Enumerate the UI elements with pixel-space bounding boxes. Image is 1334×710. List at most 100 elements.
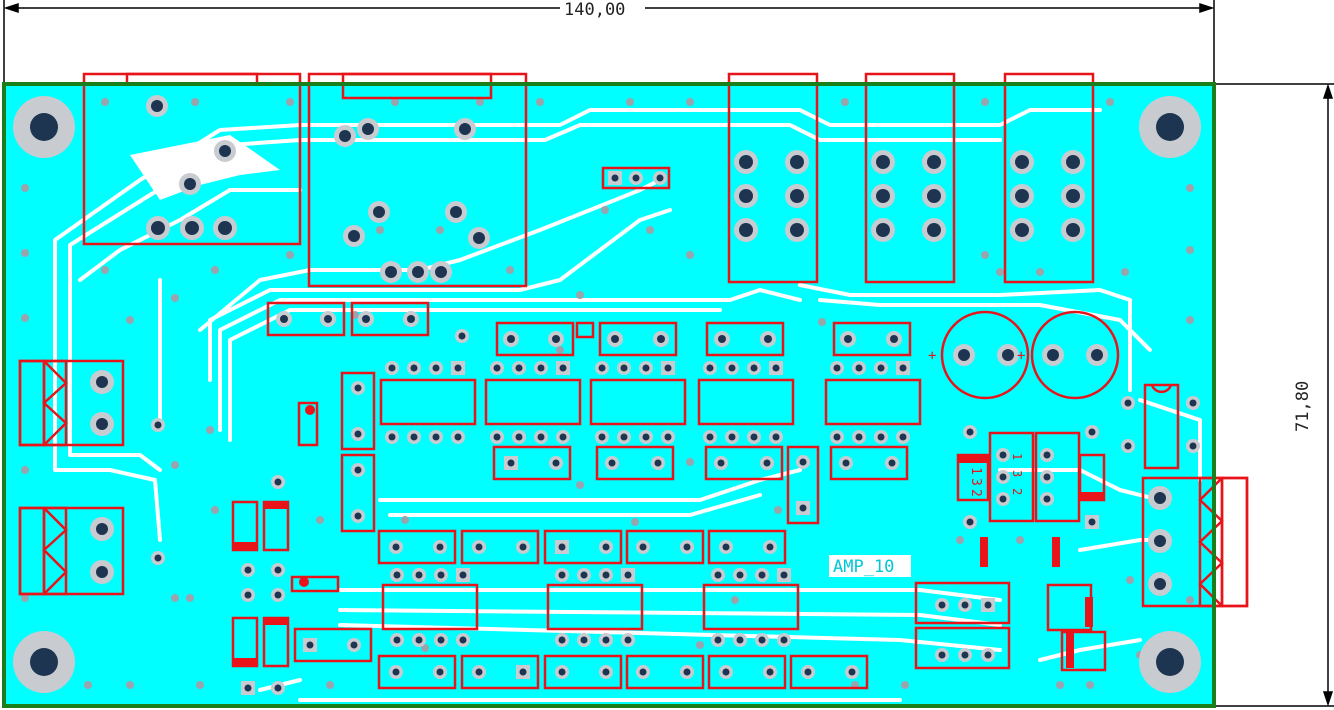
via [391, 98, 399, 106]
drill-hole [393, 636, 401, 644]
ic-dip8-outline [381, 583, 479, 631]
drill-hole [624, 571, 632, 579]
drill-hole [842, 459, 850, 467]
drill-hole [899, 433, 907, 441]
connector-outline [864, 72, 956, 284]
drill-hole [244, 684, 252, 692]
drill-hole [984, 601, 992, 609]
mounting-hole-icon [13, 96, 75, 158]
via [1126, 576, 1134, 584]
drill-hole [454, 364, 462, 372]
via [774, 506, 782, 514]
drill-hole [437, 571, 445, 579]
regulator-pin-label: 1 [1010, 453, 1024, 460]
drill-hole [1088, 518, 1096, 526]
drill-hole [999, 473, 1007, 481]
via [286, 251, 294, 259]
via [631, 518, 639, 526]
via [21, 314, 29, 322]
drill-hole [537, 364, 545, 372]
capacitor-outline [940, 310, 1030, 400]
via [376, 226, 384, 234]
drill-hole [602, 543, 610, 551]
via [506, 266, 514, 274]
drill-hole [493, 364, 501, 372]
drill-hole [938, 651, 946, 659]
via [841, 98, 849, 106]
via [556, 346, 564, 354]
via [956, 536, 964, 544]
drill-hole [392, 668, 400, 676]
drill-hole [354, 430, 362, 438]
via [626, 98, 634, 106]
drill-hole [154, 554, 162, 562]
drill-hole [833, 364, 841, 372]
drill-hole [515, 364, 523, 372]
width-dimension-label: 140,00 [564, 0, 625, 20]
drill-hole [354, 384, 362, 392]
drill-hole [415, 571, 423, 579]
vias [21, 98, 1194, 689]
via [576, 291, 584, 299]
via [421, 644, 429, 652]
via [1106, 98, 1114, 106]
drill-hole [454, 433, 462, 441]
drill-hole [598, 364, 606, 372]
drill-hole [537, 433, 545, 441]
drill-hole [714, 636, 722, 644]
drill-hole [274, 684, 282, 692]
via [686, 458, 694, 466]
drill-hole [507, 459, 515, 467]
drill-hole [664, 433, 672, 441]
drill-hole [780, 571, 788, 579]
drill-hole [877, 433, 885, 441]
drill-hole [608, 459, 616, 467]
ic-dip8-outline [589, 378, 687, 426]
drill-hole [620, 364, 628, 372]
drill-hole [758, 636, 766, 644]
dimension-lines [3, 0, 1334, 707]
ic-dip8-outline [546, 583, 644, 631]
drill-hole [728, 364, 736, 372]
ic-dip8-outline [702, 583, 800, 631]
connector-outline [727, 72, 819, 284]
drill-hole [1124, 442, 1132, 450]
drill-hole [639, 668, 647, 676]
via [1086, 681, 1094, 689]
drill-hole [558, 571, 566, 579]
drill-hole [1043, 451, 1051, 459]
drill-hole [855, 364, 863, 372]
via [696, 641, 704, 649]
drill-hole [602, 571, 610, 579]
drill-hole [274, 566, 282, 574]
via [21, 466, 29, 474]
traces [53, 108, 1202, 702]
via [326, 681, 334, 689]
drill-hole [999, 451, 1007, 459]
ic-dip8-outline [824, 378, 922, 426]
ic-dip8-outline [484, 378, 582, 426]
drill-hole [654, 459, 662, 467]
drill-hole [493, 433, 501, 441]
via [401, 516, 409, 524]
drill-hole [642, 433, 650, 441]
via [1016, 536, 1024, 544]
drill-hole [1043, 473, 1051, 481]
via [1186, 246, 1194, 254]
polarity-mark: + [928, 348, 936, 364]
via [901, 681, 909, 689]
drill-hole [559, 433, 567, 441]
via [981, 98, 989, 106]
drill-hole [766, 543, 774, 551]
drill-hole [833, 433, 841, 441]
drill-hole [722, 543, 730, 551]
drill-hole [804, 668, 812, 676]
drill-hole [966, 428, 974, 436]
via [101, 98, 109, 106]
drill-hole [938, 601, 946, 609]
via [476, 98, 484, 106]
via [646, 226, 654, 234]
mounting-hole-icon [1139, 96, 1201, 158]
drill-hole [799, 504, 807, 512]
drill-hole [602, 636, 610, 644]
